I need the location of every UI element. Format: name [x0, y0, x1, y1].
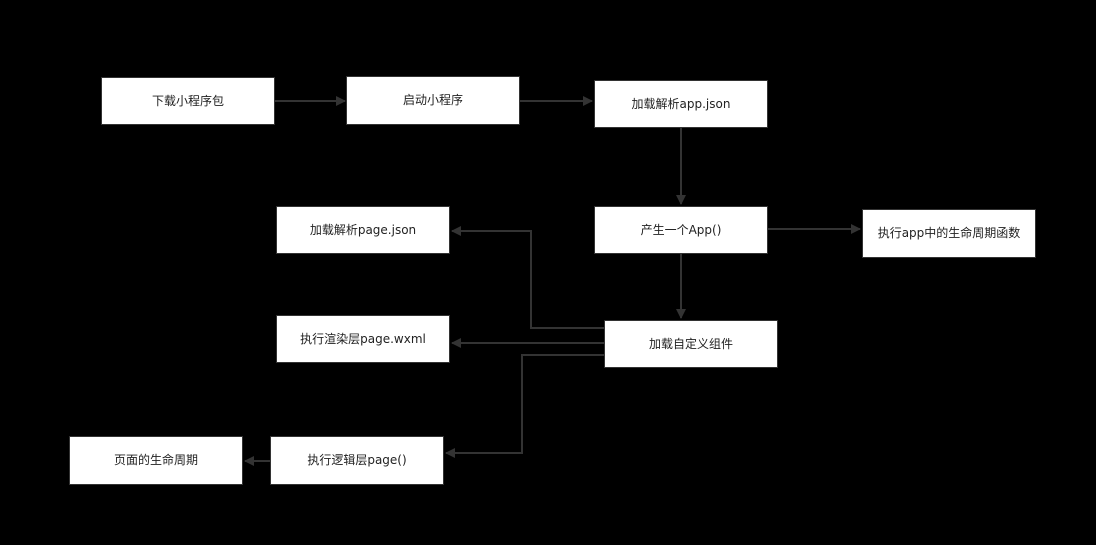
node-label: 页面的生命周期	[113, 453, 198, 467]
node-download-package: 下载小程序包	[101, 77, 275, 125]
node-label: 启动小程序	[402, 93, 463, 107]
node-label: 加载解析app.json	[631, 96, 731, 111]
arrow-components-to-page-json	[451, 226, 604, 329]
node-label: 执行渲染层page.wxml	[300, 331, 426, 346]
node-label: 产生一个App()	[640, 222, 722, 237]
node-load-page-json: 加载解析page.json	[276, 206, 450, 254]
node-render-wxml: 执行渲染层page.wxml	[276, 315, 450, 363]
node-label: 加载解析page.json	[309, 222, 417, 237]
node-start-miniprogram: 启动小程序	[346, 76, 520, 125]
node-app-lifecycle: 执行app中的生命周期函数	[862, 209, 1036, 258]
node-page-lifecycle: 页面的生命周期	[69, 436, 243, 485]
node-label: 下载小程序包	[151, 93, 224, 108]
node-label: 加载自定义组件	[648, 336, 733, 351]
node-logic-page: 执行逻辑层page()	[270, 436, 444, 485]
node-create-app: 产生一个App()	[594, 206, 768, 254]
arrow-components-to-logic-page	[445, 354, 604, 458]
node-label: 执行逻辑层page()	[307, 453, 407, 467]
node-load-app-json: 加载解析app.json	[594, 80, 768, 128]
node-load-components: 加载自定义组件	[604, 320, 778, 368]
node-label: 执行app中的生命周期函数	[877, 226, 1021, 240]
